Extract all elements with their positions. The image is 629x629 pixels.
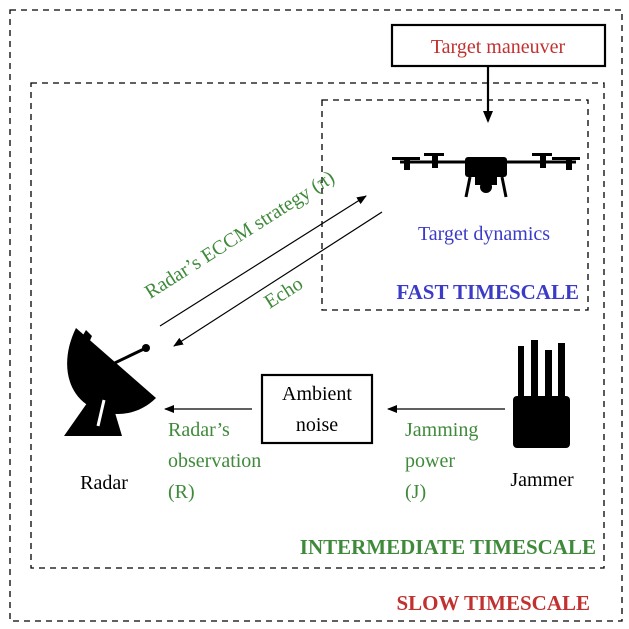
jammer-label: Jammer bbox=[510, 469, 574, 491]
ambient-noise-line1: Ambient bbox=[282, 383, 352, 405]
ambient-noise-box: Ambient noise bbox=[260, 373, 374, 445]
jammer-icon bbox=[513, 340, 570, 448]
ambient-noise-line2: noise bbox=[296, 414, 338, 436]
target-maneuver-label: Target maneuver bbox=[431, 36, 566, 58]
eccm-arrow bbox=[159, 195, 367, 327]
radar-label: Radar bbox=[80, 472, 128, 494]
slow-timescale-frame bbox=[9, 9, 623, 622]
fast-timescale-label: FAST TIMESCALE bbox=[396, 280, 579, 304]
radar-dish-icon bbox=[64, 328, 156, 436]
jamming-line2: power bbox=[405, 450, 455, 472]
fast-timescale-frame bbox=[321, 99, 589, 311]
radar-obs-line3: (R) bbox=[168, 481, 195, 503]
target-dynamics-label: Target dynamics bbox=[418, 223, 550, 245]
eccm-strategy-label: Radar’s ECCM strategy (π) bbox=[141, 166, 339, 303]
jamming-line1: Jamming bbox=[405, 419, 478, 441]
echo-arrow bbox=[173, 211, 383, 347]
radar-obs-line1: Radar’s bbox=[168, 419, 230, 441]
intermediate-timescale-label: INTERMEDIATE TIMESCALE bbox=[300, 535, 596, 559]
target-maneuver-box: Target maneuver bbox=[390, 23, 607, 68]
jamming-line3: (J) bbox=[405, 481, 426, 503]
drone-icon bbox=[392, 153, 580, 198]
intermediate-timescale-frame bbox=[30, 82, 605, 569]
echo-label: Echo bbox=[261, 273, 307, 314]
slow-timescale-label: SLOW TIMESCALE bbox=[396, 591, 590, 615]
radar-obs-line2: observation bbox=[168, 450, 261, 472]
